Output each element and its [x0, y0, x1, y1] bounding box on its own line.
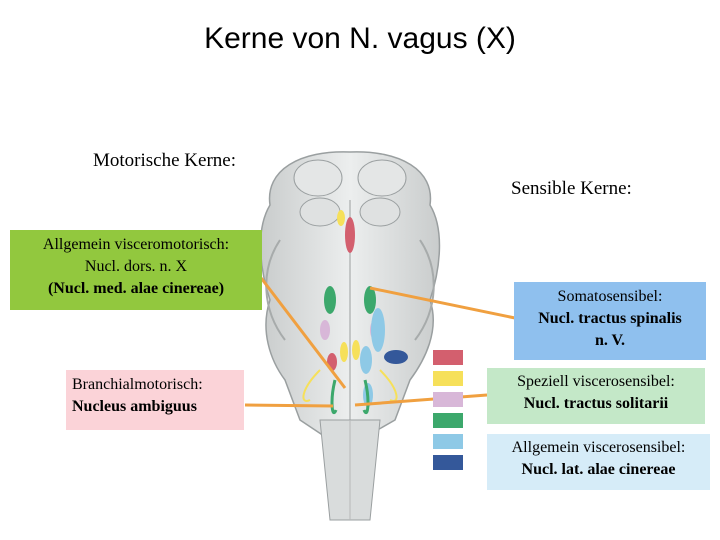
- somatosensory-box: Somatosensibel: Nucl. tractus spinalis n…: [514, 282, 706, 360]
- general-viscerosensory-line1: Allgemein viscerosensibel:: [511, 439, 686, 456]
- motor-heading: Motorische Kerne:: [93, 150, 236, 171]
- legend-swatch-yellow: [433, 371, 463, 386]
- nucleus-red: [345, 217, 355, 253]
- sensory-heading: Sensible Kerne:: [511, 178, 632, 199]
- branchiomotor-line2: Nucleus ambiguus: [72, 398, 197, 415]
- legend-swatch-lilac: [433, 392, 463, 407]
- legend-swatch-lightblue: [433, 434, 463, 449]
- colliculus-right: [357, 159, 407, 197]
- nucleus-spinal-v: [371, 308, 385, 352]
- somatosensory-line2: Nucl. tractus spinalis: [538, 310, 682, 327]
- branchiomotor-box: Branchialmotorisch: Nucleus ambiguus: [66, 370, 244, 430]
- nucleus-blue: [384, 350, 408, 364]
- special-viscerosensory-line1: Speziell viscerosensibel:: [517, 373, 675, 390]
- general-viscerosensory-box: Allgemein viscerosensibel: Nucl. lat. al…: [487, 434, 710, 490]
- page-title: Kerne von N. vagus (X): [204, 22, 516, 55]
- somatosensory-line3: n. V.: [594, 332, 626, 349]
- colliculus-left: [293, 159, 343, 197]
- special-viscerosensory-box: Speziell viscerosensibel: Nucl. tractus …: [487, 368, 705, 424]
- connector-special-viscerosensory: [354, 393, 488, 407]
- connector-somatosensory: [369, 286, 516, 320]
- connector-branchiomotor: [244, 403, 334, 408]
- visceromotor-box: Allgemein visceromotorisch: Nucl. dors. …: [10, 230, 262, 310]
- visceromotor-line2: Nucl. dors. n. X: [84, 258, 188, 275]
- visceromotor-line1: Allgemein visceromotorisch:: [42, 236, 230, 253]
- legend-swatch-red: [433, 350, 463, 365]
- legend-swatch-green: [433, 413, 463, 428]
- general-viscerosensory-line2: Nucl. lat. alae cinereae: [521, 461, 676, 478]
- somatosensory-line1: Somatosensibel:: [557, 288, 663, 305]
- branchiomotor-line1: Branchialmotorisch:: [72, 376, 203, 393]
- legend-swatch-darkblue: [433, 455, 463, 470]
- connector-visceromotor: [253, 269, 347, 389]
- visceromotor-line3: (Nucl. med. alae cinereae): [47, 280, 225, 297]
- special-viscerosensory-line2: Nucl. tractus solitarii: [523, 395, 669, 412]
